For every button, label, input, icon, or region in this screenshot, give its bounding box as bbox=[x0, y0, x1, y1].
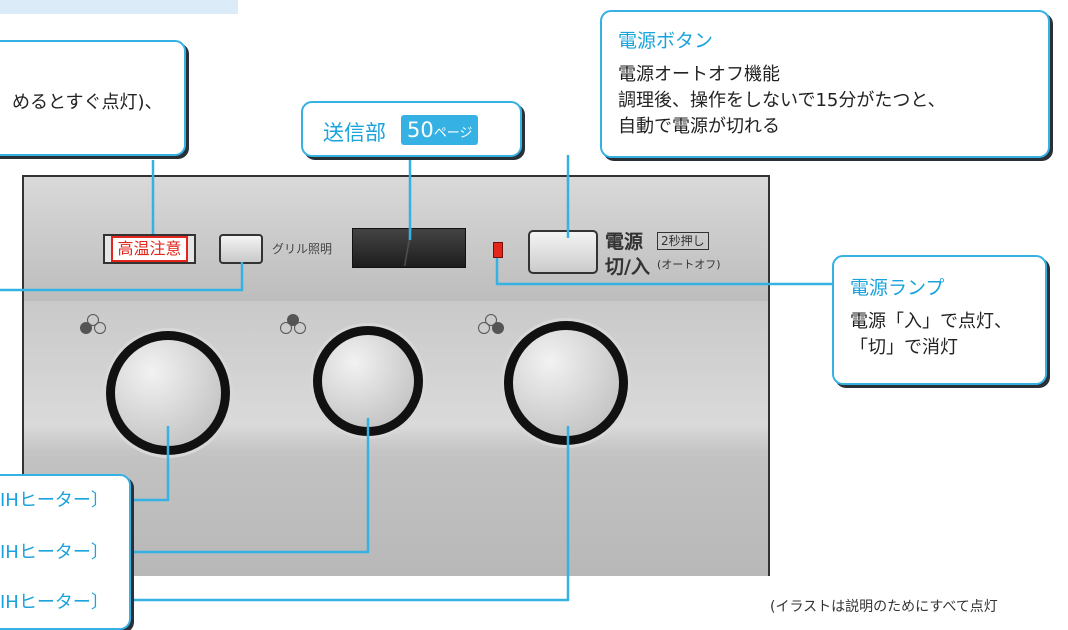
callout-power-lamp-line1: 電源「入」で点灯、 bbox=[850, 311, 1012, 332]
callout-power-button-line1: 調理後、操作をしないで15分がたつと、 bbox=[618, 90, 946, 111]
grill-light-label: グリル照明 bbox=[272, 242, 333, 256]
header-band bbox=[0, 0, 238, 14]
left-heater-knob[interactable] bbox=[106, 331, 230, 455]
page-ref-number: 50 bbox=[407, 118, 434, 142]
callout-power-lamp-line2: 「切」で消灯 bbox=[850, 337, 958, 358]
power-on-off-label: 切/入 bbox=[605, 256, 650, 278]
control-panel-bottom-strip bbox=[24, 456, 768, 576]
power-button[interactable] bbox=[528, 230, 598, 274]
callout-power-button-title: 電源ボタン bbox=[618, 30, 714, 52]
power-label: 電源 bbox=[605, 231, 644, 253]
back-heater-knob[interactable] bbox=[313, 326, 423, 436]
ih-heater-label-back: IHヒーター〕 bbox=[0, 542, 109, 563]
callout-transmitter-title: 送信部 bbox=[323, 121, 386, 145]
ih-heater-label-right: IHヒーター〕 bbox=[0, 592, 109, 613]
callout-power-button-subtitle: 電源オートオフ機能 bbox=[618, 64, 780, 85]
ih-heater-label-left: IHヒーター〕 bbox=[0, 490, 109, 511]
callout-power-button: 電源ボタン 電源オートオフ機能 調理後、操作をしないで15分がたつと、 自動で電… bbox=[600, 10, 1050, 158]
callout-transmitter: 送信部 50ページ bbox=[301, 101, 522, 157]
right-heater-knob[interactable] bbox=[504, 321, 628, 445]
callout-power-lamp: 電源ランプ 電源「入」で点灯、 「切」で消灯 bbox=[832, 255, 1047, 385]
power-lamp-led bbox=[493, 242, 503, 258]
leader-lines bbox=[0, 155, 838, 602]
page-ref-suffix: ページ bbox=[433, 126, 473, 141]
callout-ih-heaters: IHヒーター〕 IHヒーター〕 IHヒーター〕 bbox=[0, 474, 131, 630]
high-temp-warning-label: 高温注意 bbox=[111, 236, 188, 262]
footnote: (イラストは説明のためにすべて点灯 bbox=[770, 599, 998, 615]
power-auto-off-label: (オートオフ) bbox=[657, 258, 721, 271]
power-hold-label: 2秒押し bbox=[657, 232, 709, 250]
callout-high-temp: めるとすぐ点灯)、 bbox=[0, 40, 186, 156]
high-temp-warning-indicator: 高温注意 bbox=[103, 234, 196, 264]
transmitter-gloss bbox=[398, 228, 418, 266]
page-ref-badge: 50ページ bbox=[401, 115, 479, 145]
callout-high-temp-text: めるとすぐ点灯)、 bbox=[12, 92, 163, 113]
callout-power-lamp-title: 電源ランプ bbox=[850, 277, 945, 299]
callout-power-button-line2: 自動で電源が切れる bbox=[618, 116, 780, 137]
